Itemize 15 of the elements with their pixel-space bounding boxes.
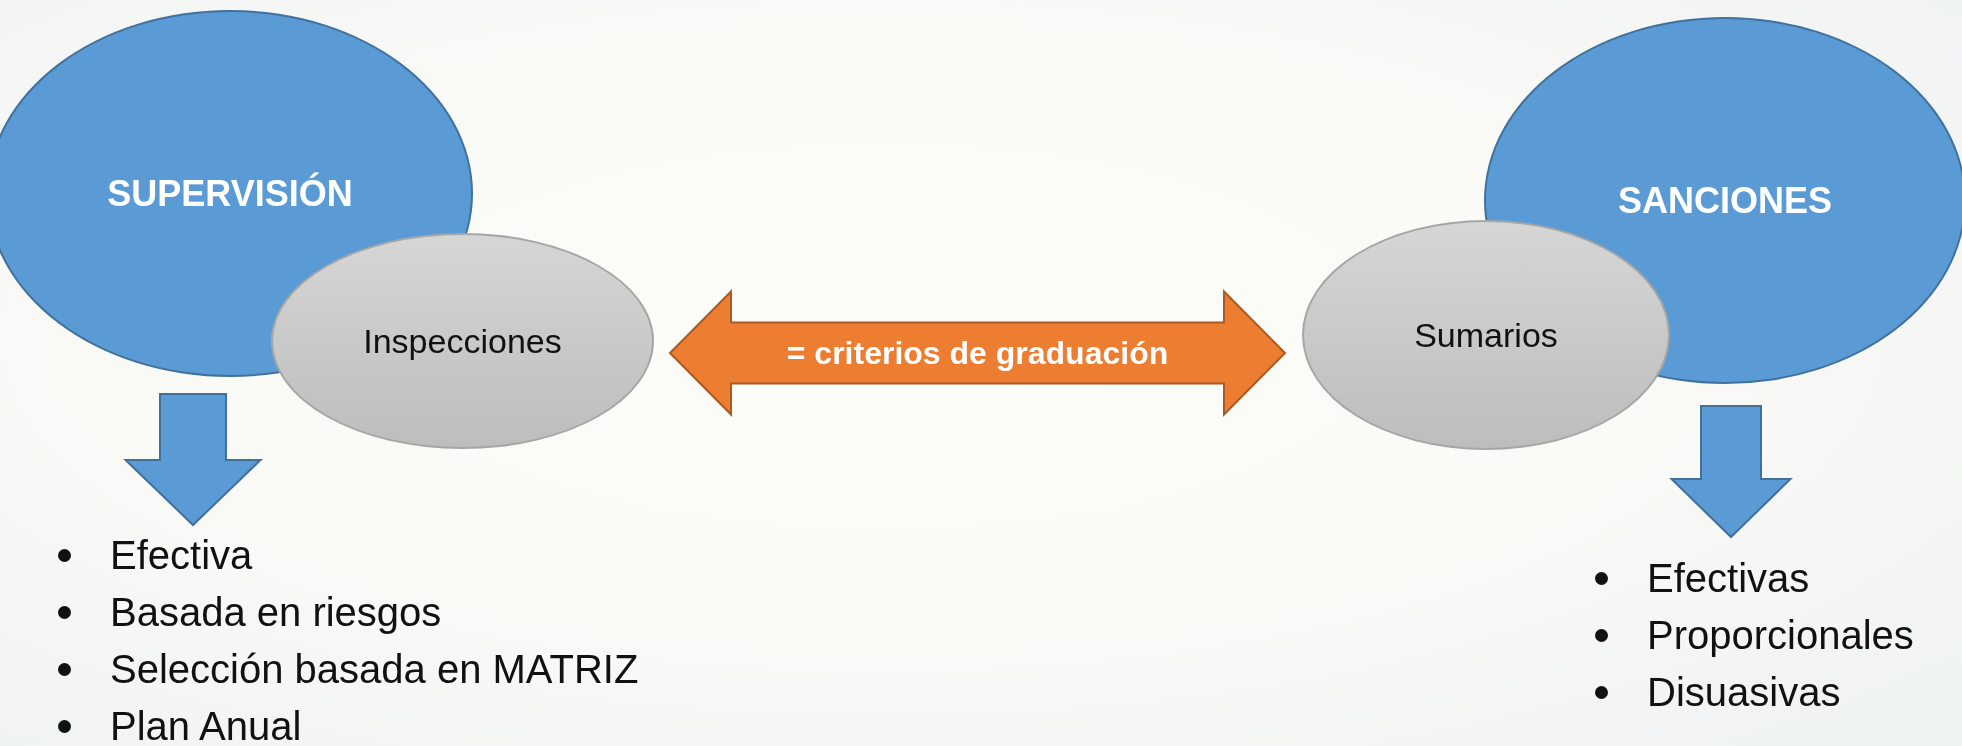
edge-label: = criterios de graduación <box>786 334 1169 372</box>
ellipse-label: Inspecciones <box>363 321 562 361</box>
block-arrow <box>1669 405 1793 539</box>
ellipse-label: Sumarios <box>1414 315 1558 355</box>
list-item: Efectivas <box>1595 550 1914 607</box>
list-item: Efectiva <box>58 527 639 584</box>
list-item: Disuasivas <box>1595 664 1914 721</box>
list-item: Plan Anual <box>58 698 639 746</box>
list-item: Basada en riesgos <box>58 584 639 641</box>
block-arrow <box>123 393 263 527</box>
list-item: Selección basada en MATRIZ <box>58 641 639 698</box>
ellipse-label: SANCIONES <box>1618 179 1832 222</box>
ellipse-label: SUPERVISIÓN <box>107 172 353 215</box>
block-arrow <box>668 289 1287 417</box>
list-item: Proporcionales <box>1595 607 1914 664</box>
